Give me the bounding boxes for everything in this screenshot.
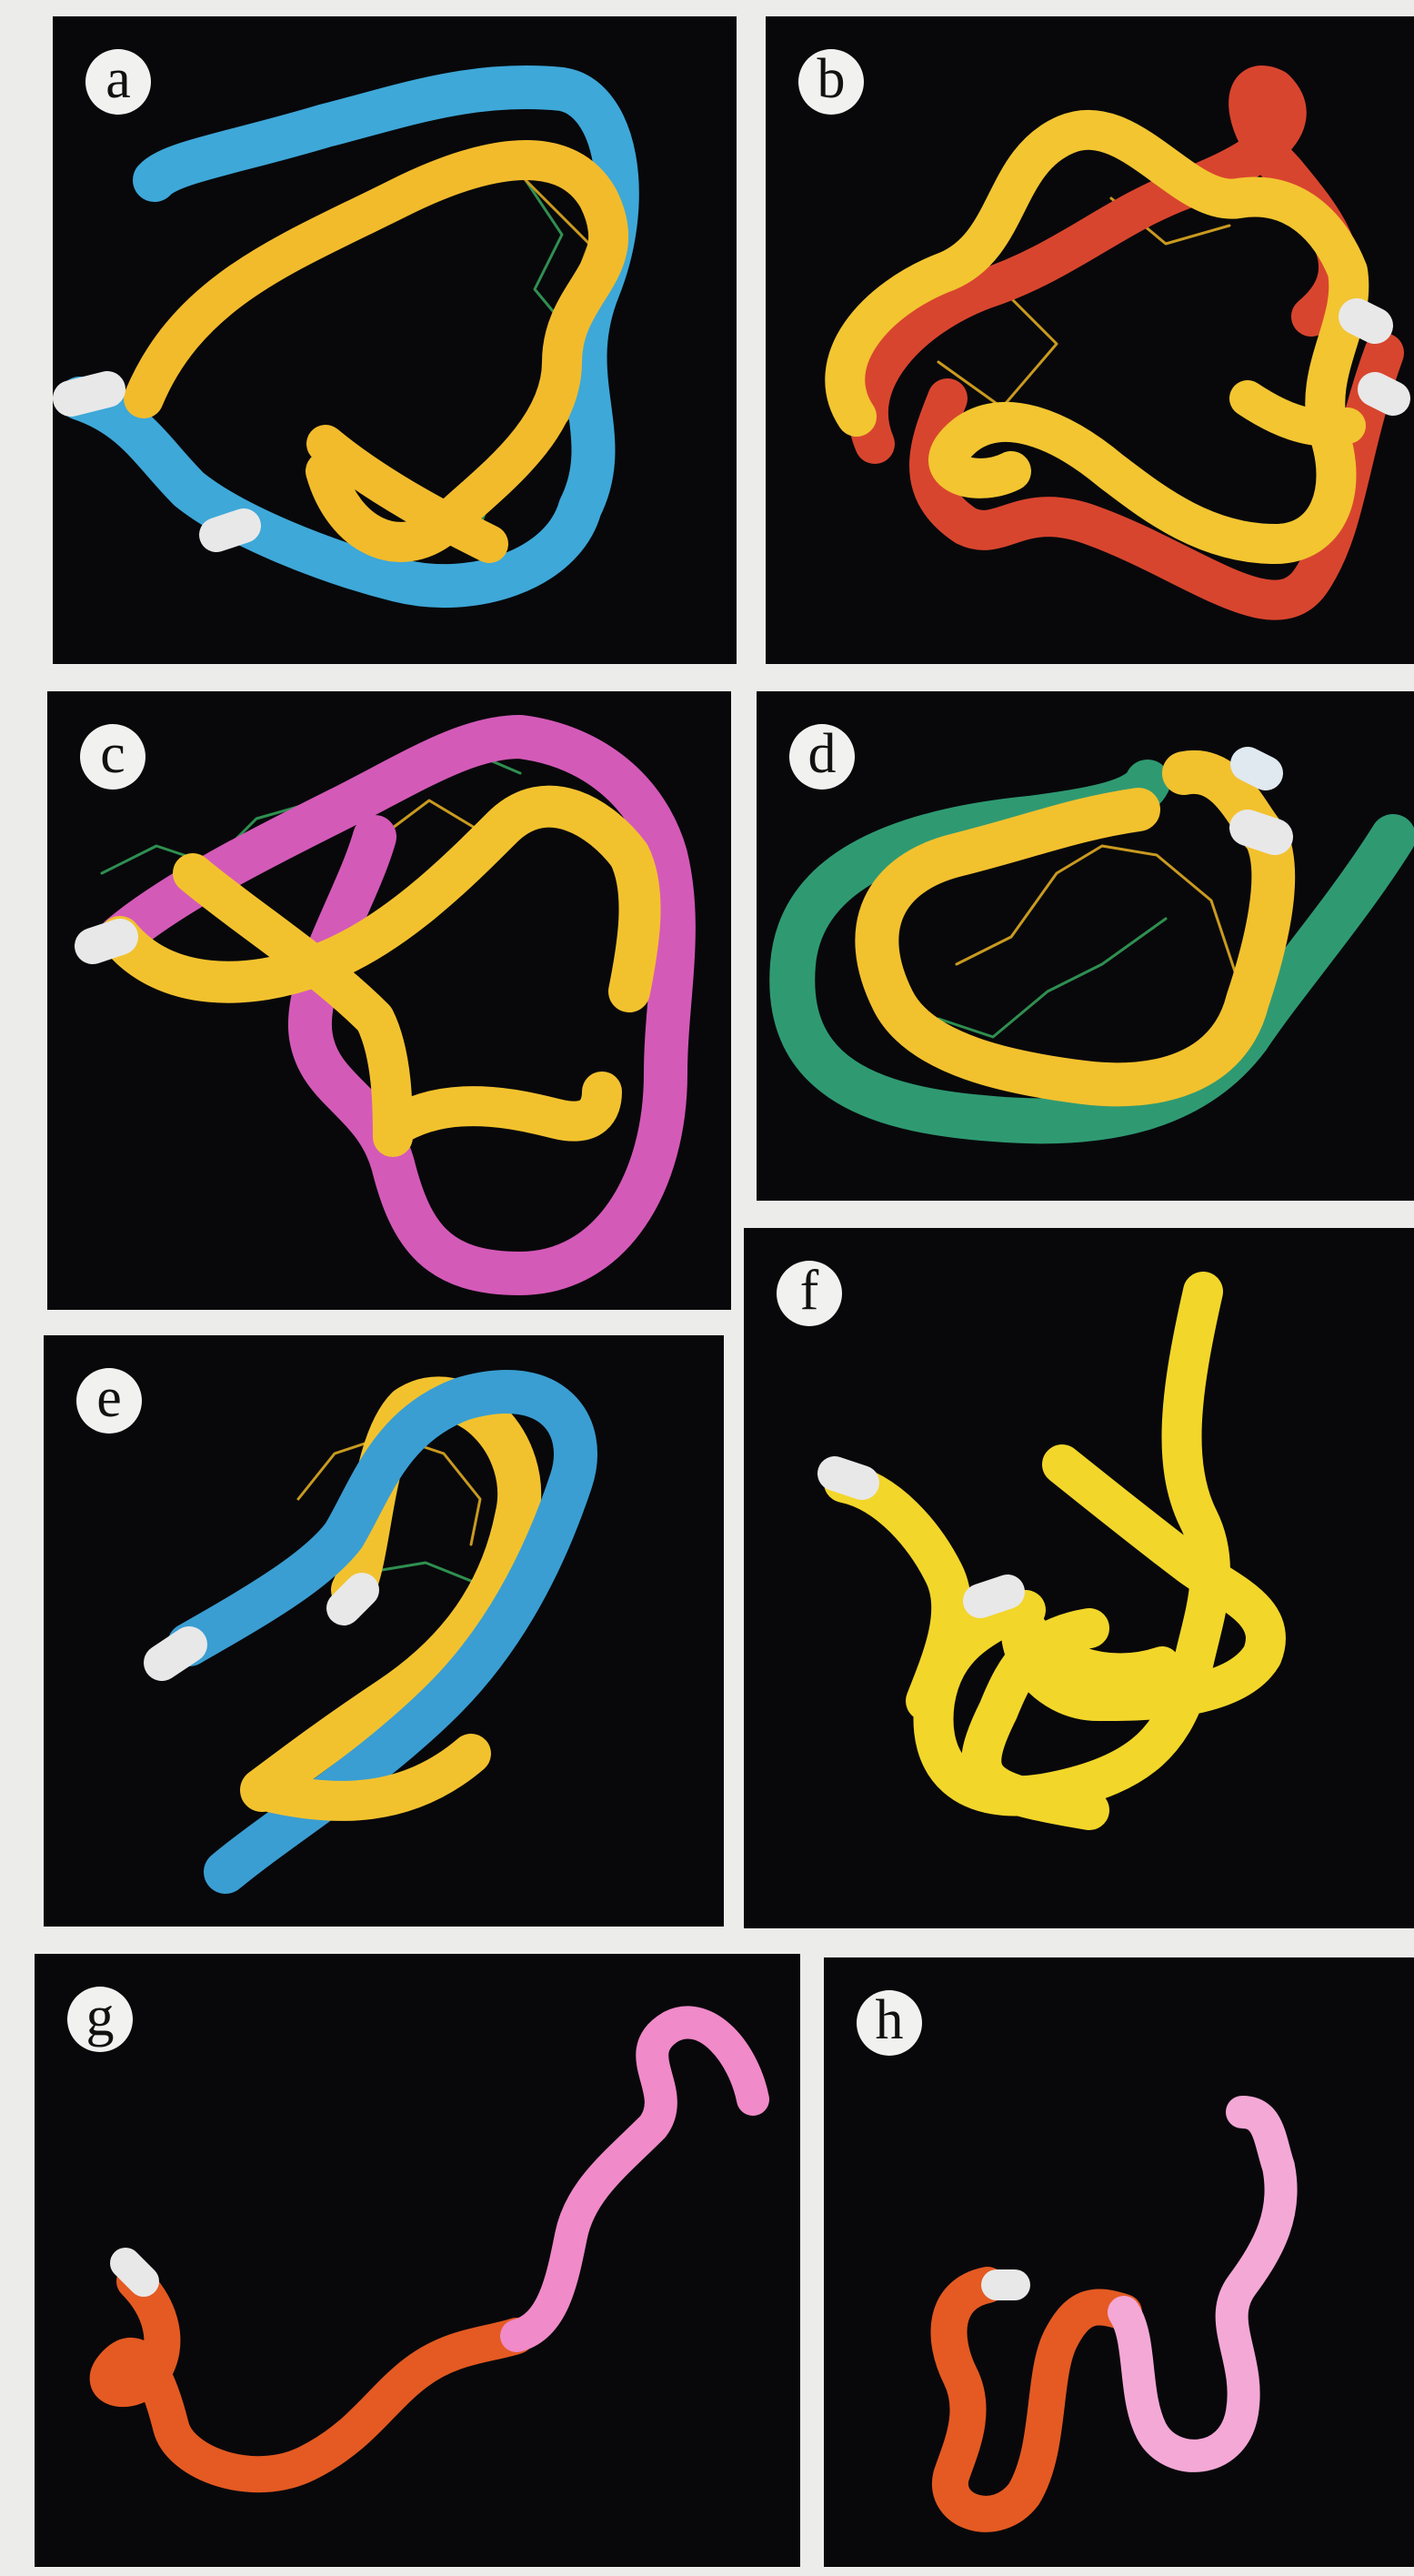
panel-b: b: [766, 16, 1414, 664]
panel-d: d: [757, 691, 1414, 1201]
ribbon-structure-d: [757, 691, 1414, 1201]
panel-label: b: [798, 49, 864, 115]
panel-label: c: [80, 724, 145, 790]
ribbon-structure-g: [35, 1954, 800, 2567]
panel-a: a: [53, 16, 737, 664]
panel-g: g: [35, 1954, 800, 2567]
panel-label: f: [777, 1261, 842, 1326]
panel-h: h: [824, 1957, 1414, 2567]
ribbon-structure-b: [766, 16, 1414, 664]
panel-c: c: [47, 691, 731, 1310]
panel-label: h: [857, 1990, 922, 2056]
panel-label: g: [67, 1987, 133, 2052]
panel-f: f: [744, 1228, 1414, 1928]
ribbon-structure-f: [744, 1228, 1414, 1928]
panel-label: e: [76, 1368, 142, 1434]
ribbon-structure-c: [47, 691, 731, 1310]
ribbon-structure-e: [44, 1335, 724, 1927]
ribbon-structure-a: [53, 16, 737, 664]
ribbon-structure-h: [824, 1957, 1414, 2567]
panel-label: d: [789, 724, 855, 790]
panel-e: e: [44, 1335, 724, 1927]
panel-label: a: [85, 49, 151, 115]
